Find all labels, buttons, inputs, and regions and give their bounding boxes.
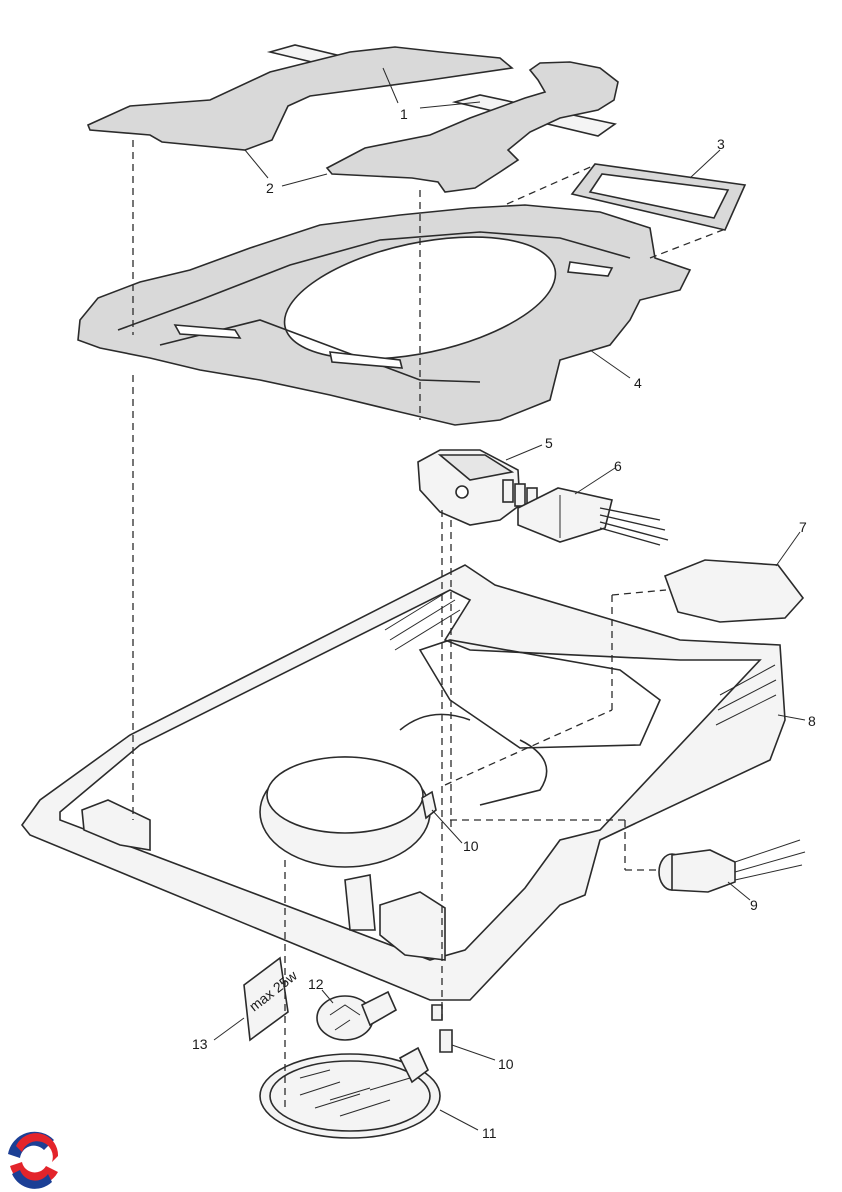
part-5-control-module [417,449,538,526]
part-9-indicator-lamp [658,839,806,893]
part-4-insulation-tray [77,204,692,426]
part-label-10-upper: 10 [463,838,479,854]
part-number-labels: 1 2 3 4 5 6 7 8 9 10 10 11 12 13 [192,106,816,1141]
part-label-12: 12 [308,976,324,992]
part-label-6: 6 [614,458,622,474]
part-label-9: 9 [750,897,758,913]
part-label-11: 11 [482,1125,497,1141]
part-12-bulb [316,990,398,1041]
part-label-5: 5 [545,435,553,451]
brand-swirl-icon [6,1131,62,1189]
part-label-4: 4 [634,375,642,391]
part-11-lamp-cover [259,1046,441,1139]
part-label-8: 8 [808,713,816,729]
part-7-cover-plate [663,559,805,623]
part-13-label: max 25w [243,956,301,1042]
part-10-screw [421,790,453,1053]
part-label-13: 13 [192,1036,208,1052]
part-3-gasket-frame [570,163,747,231]
part-8-housing [20,564,786,1001]
assembly-guide-lines [132,140,729,1110]
part-2-foam-pad [86,46,619,193]
part-label-7: 7 [799,519,807,535]
part-label-1: 1 [400,106,408,122]
part-label-3: 3 [717,136,725,152]
part-label-10-lower: 10 [498,1056,514,1072]
leader-lines [213,67,806,1131]
part-label-2: 2 [266,180,274,196]
part-6-connector [517,487,669,546]
